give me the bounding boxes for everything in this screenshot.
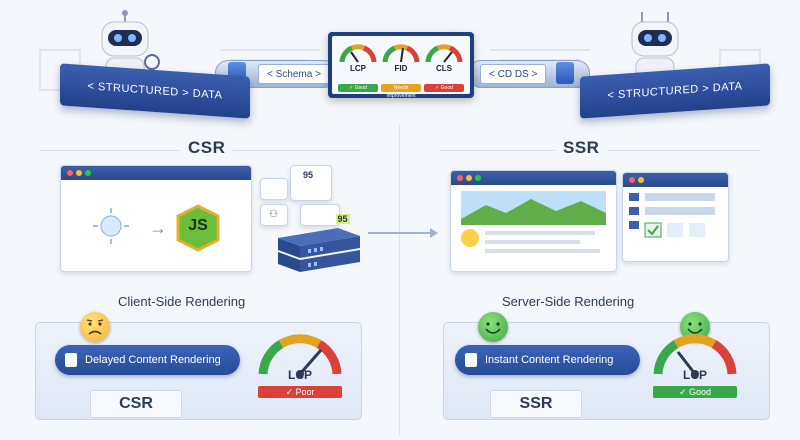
- ssr-good-status: ✓ Good: [653, 386, 737, 398]
- center-divider: [399, 125, 400, 435]
- ssr-bottom-label: SSR: [490, 390, 582, 418]
- javascript-icon: JS: [176, 204, 220, 252]
- server-stack-icon: Cache 95: [268, 208, 368, 278]
- instant-rendering-pill: Instant Content Rendering: [455, 345, 640, 375]
- server-cache-text: Cache: [304, 214, 331, 224]
- fid-mini-label: FID: [394, 64, 408, 73]
- csr-caption: Client-Side Rendering: [118, 294, 246, 309]
- happy-face-icon: [478, 312, 508, 342]
- server-cache-score: 95: [335, 214, 350, 224]
- cls-mini-gauge: CLS: [424, 40, 464, 80]
- ssr-dashboard-content: [629, 193, 723, 260]
- web-vitals-monitor: LCP FID CLS ✓ Good Needs Improvement ✓ G…: [328, 32, 474, 99]
- fid-status-badge: Needs Improvement: [381, 84, 421, 99]
- user-icon: ⚇: [269, 209, 278, 220]
- ssr-browser-titlebar: [451, 171, 616, 185]
- lcp-mini-label: LCP: [350, 64, 366, 73]
- arrow-right-icon: →: [149, 218, 167, 238]
- document-icon: [65, 353, 77, 367]
- csr-lcp-gauge: [255, 328, 345, 378]
- delayed-rendering-pill: Delayed Content Rendering: [55, 345, 240, 375]
- ssr-text-lines: [485, 231, 605, 266]
- landscape-image-icon: [461, 191, 606, 230]
- document-icon: [465, 353, 477, 367]
- csr-browser-titlebar: [61, 166, 251, 180]
- instant-rendering-label: Instant Content Rendering: [485, 354, 614, 366]
- ssr-lcp-gauge: [650, 328, 740, 378]
- ssr-browser-window: [450, 170, 617, 272]
- csr-section-title: CSR: [180, 138, 234, 158]
- ssr-dashboard-titlebar: [623, 173, 728, 187]
- worried-face-icon: [80, 312, 110, 342]
- csr-score-card: 95: [290, 165, 332, 201]
- csr-lcp-label: LCP: [288, 368, 312, 382]
- left-pipe-tag: < Schema >: [258, 64, 330, 84]
- fid-mini-gauge: FID: [381, 40, 421, 80]
- ssr-caption: Server-Side Rendering: [502, 294, 635, 309]
- csr-score-value: 95: [303, 170, 314, 180]
- csr-bottom-label: CSR: [90, 390, 182, 418]
- cls-mini-label: CLS: [436, 64, 452, 73]
- server-cache-label: Cache 95: [304, 214, 350, 224]
- lcp-status-badge: ✓ Good: [338, 84, 378, 92]
- ssr-lcp-label: LCP: [683, 368, 707, 382]
- delayed-rendering-label: Delayed Content Rendering: [85, 354, 221, 366]
- cls-status-badge: ✓ Good: [424, 84, 464, 92]
- ssr-dashboard-window: [622, 172, 729, 262]
- csr-poor-status: ✓ Poor: [258, 386, 342, 398]
- lcp-mini-gauge: LCP: [338, 40, 378, 80]
- right-pipe-tag: < CD DS >: [480, 64, 547, 84]
- csr-to-ssr-arrow: [368, 226, 438, 245]
- csr-browser-window: → JS: [60, 165, 252, 272]
- right-pipe-connector: [556, 62, 574, 84]
- ssr-section-title: SSR: [555, 138, 608, 158]
- csr-side-card-2: ⚇: [260, 204, 288, 226]
- loading-sun-icon: [91, 206, 131, 251]
- javascript-label: JS: [188, 217, 208, 234]
- csr-side-card-1: [260, 178, 288, 200]
- smile-small-icon: [461, 229, 479, 247]
